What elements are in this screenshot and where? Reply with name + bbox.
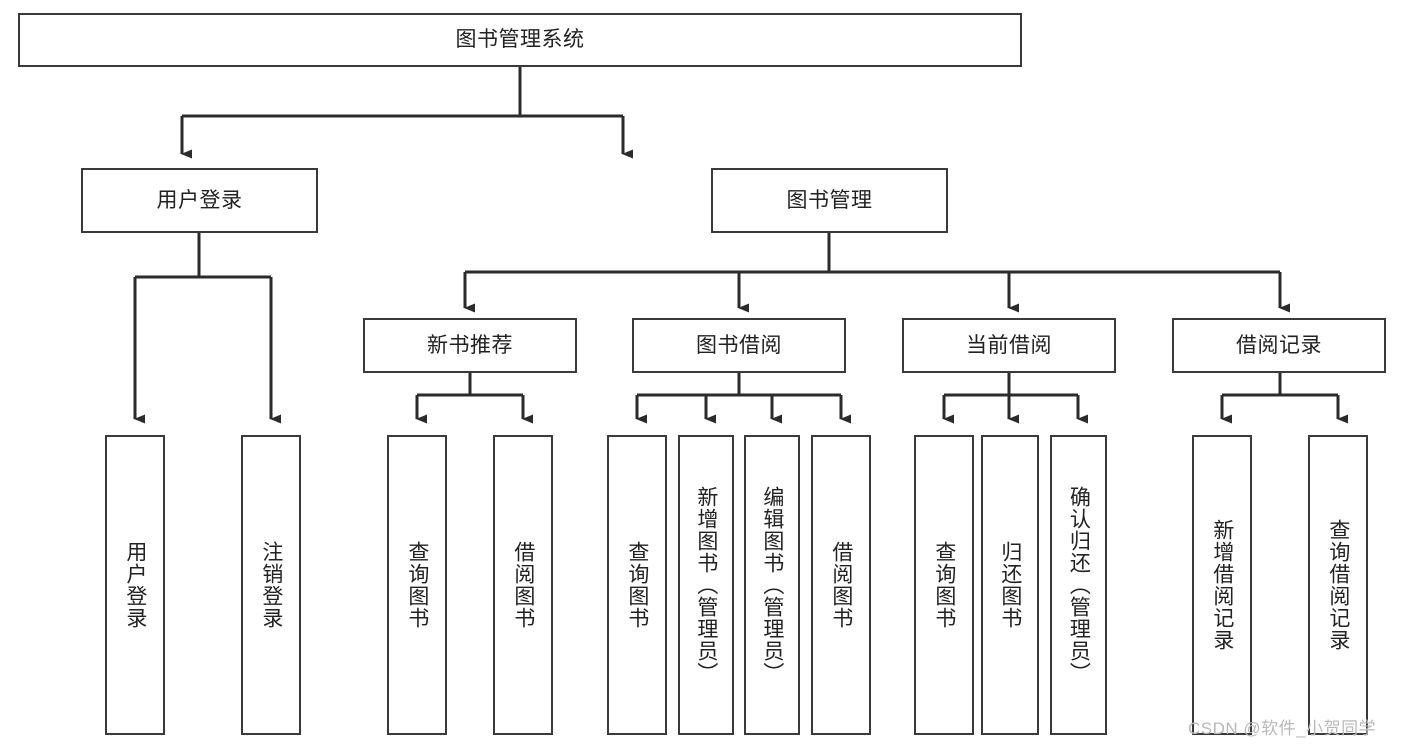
node-leaf-borrow-book-2[interactable]: 借阅图书	[811, 435, 871, 735]
node-leaf-query-book-2-label: 查询图书	[625, 541, 649, 629]
node-book-borrow-label: 图书借阅	[696, 333, 782, 357]
node-leaf-borrow-book-1-label: 借阅图书	[511, 541, 535, 629]
node-root-label: 图书管理系统	[455, 28, 585, 52]
node-book-borrow[interactable]: 图书借阅	[632, 318, 846, 373]
node-leaf-borrow-book-2-label: 借阅图书	[829, 541, 853, 629]
node-leaf-borrow-book-1[interactable]: 借阅图书	[493, 435, 553, 735]
node-leaf-logout-login[interactable]: 注销登录	[241, 435, 301, 735]
csdn-watermark: CSDN @软件_小贺同学	[1188, 719, 1377, 738]
node-leaf-query-book-3[interactable]: 查询图书	[914, 435, 974, 735]
node-borrow-record[interactable]: 借阅记录	[1172, 318, 1386, 373]
node-leaf-confirm-return[interactable]: 确认归还（管理员）	[1050, 435, 1107, 735]
node-leaf-query-book-2[interactable]: 查询图书	[607, 435, 667, 735]
node-root-book-management-system[interactable]: 图书管理系统	[18, 13, 1022, 67]
node-leaf-query-book-1-label: 查询图书	[405, 541, 429, 629]
node-leaf-add-record-label: 新增借阅记录	[1210, 519, 1234, 651]
node-leaf-query-book-3-label: 查询图书	[932, 541, 956, 629]
node-borrow-record-label: 借阅记录	[1236, 333, 1322, 357]
node-leaf-query-record-label: 查询借阅记录	[1326, 519, 1350, 651]
node-leaf-logout-login-label: 注销登录	[259, 541, 283, 629]
node-leaf-confirm-return-label: 确认归还（管理员）	[1067, 486, 1091, 684]
node-leaf-add-book-label: 新增图书（管理员）	[694, 486, 718, 684]
node-user-login-label: 用户登录	[156, 188, 243, 212]
node-leaf-query-record[interactable]: 查询借阅记录	[1308, 435, 1368, 735]
node-leaf-add-record[interactable]: 新增借阅记录	[1192, 435, 1252, 735]
node-leaf-return-book-label: 归还图书	[998, 541, 1022, 629]
node-new-book-recommend[interactable]: 新书推荐	[363, 318, 577, 373]
node-leaf-edit-book[interactable]: 编辑图书（管理员）	[744, 435, 800, 735]
node-book-manage-label: 图书管理	[786, 188, 873, 212]
node-leaf-query-book-1[interactable]: 查询图书	[387, 435, 447, 735]
node-leaf-return-book[interactable]: 归还图书	[981, 435, 1039, 735]
node-leaf-user-login-label: 用户登录	[123, 541, 147, 629]
node-current-borrow[interactable]: 当前借阅	[902, 318, 1116, 373]
node-leaf-user-login[interactable]: 用户登录	[105, 435, 165, 735]
node-leaf-add-book[interactable]: 新增图书（管理员）	[678, 435, 734, 735]
node-new-book-recommend-label: 新书推荐	[427, 333, 513, 357]
node-book-manage[interactable]: 图书管理	[711, 168, 948, 233]
node-current-borrow-label: 当前借阅	[966, 333, 1052, 357]
node-leaf-edit-book-label: 编辑图书（管理员）	[760, 486, 784, 684]
node-user-login[interactable]: 用户登录	[81, 168, 318, 233]
